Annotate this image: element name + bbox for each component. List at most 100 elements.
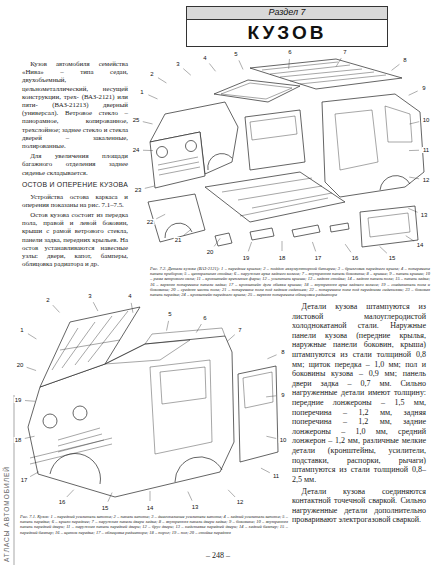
body-paragraph: Устройства остова каркаса и оперения пок… [22,193,128,209]
callout-number: 17 [20,477,29,483]
leader-line [150,491,151,501]
leader-line [67,490,74,497]
leader-line [248,242,251,251]
callout-number: 7 [342,49,347,55]
callout-number: 12 [236,499,245,505]
section-heading: ОСТОВ И ОПЕРЕНИЕ КУЗОВА [22,181,128,189]
callout-number: 9 [280,392,285,398]
body-paragraph: Детали кузова штампуются из листовой мал… [292,302,426,484]
leader-line [53,305,60,312]
callout-number: 17 [314,255,323,261]
leader-line [409,177,419,179]
text-column: Детали кузова штампуются из листовой мал… [292,302,426,527]
callout-number: 5 [233,51,238,57]
callout-number: 13 [420,212,429,218]
callout-number: 16 [351,255,360,261]
leader-line [148,95,157,99]
callout-number: 22 [146,219,155,225]
callout-number: 4 [127,293,132,299]
callout-number: 7 [237,327,242,333]
leader-line [408,208,417,212]
callout-number: 12 [422,177,431,183]
leader-line [406,236,414,241]
callout-number: 8 [280,349,285,355]
leader-line [409,122,419,124]
leader-line [282,241,283,251]
callout-number: 19 [14,397,23,403]
page-number: – 248 – [0,551,436,561]
leader-line [239,60,243,69]
section-number: Раздел 7 [187,7,387,20]
margin-rule [14,395,15,565]
leader-line [188,492,192,501]
leader-line [196,324,201,333]
body-paragraph: Детали кузова соединяются контактной точ… [292,487,426,525]
leader-line [28,334,36,339]
text-column: Кузов автомобиля семейства «Нива» – типа… [22,60,128,271]
callout-number: 18 [14,437,23,443]
leader-line [267,355,276,359]
leader-line [380,246,387,253]
callout-number: 11 [272,473,280,479]
callout-number: 25 [132,117,141,123]
section-header: Раздел 7КУЗОВ [186,6,388,47]
callout-number: 10 [422,117,431,123]
callout-number: 1 [19,327,24,333]
callout-number: 21 [174,237,183,243]
leader-line [214,238,220,246]
leader-line [27,367,36,370]
body-paragraph: Остов кузова состоит из передка пола, пр… [22,211,128,268]
callout-number: 2 [45,297,50,303]
callout-number: 6 [202,315,207,321]
callout-number: 14 [416,242,425,248]
leader-line [227,335,234,342]
leader-line [25,436,35,438]
leader-line [25,400,35,402]
leader-line [131,303,133,313]
body-parts-figure [148,59,424,247]
callout-number: 20 [206,249,215,255]
body-paragraph: Кузов автомобиля семейства «Нива» – типа… [22,60,128,150]
callout-number: 23 [134,187,143,193]
callout-number: 10 [279,437,288,443]
callout-number: 3 [87,293,92,299]
leader-line [266,396,276,397]
callout-number: 9 [421,85,426,91]
text-column: Рис. 7.2. Детали кузова (ВАЗ-2121): 1 – … [150,266,430,297]
callout-number: 19 [242,255,251,261]
leader-line [108,493,112,502]
callout-number: 1 [139,89,144,95]
leader-line [167,321,169,331]
leader-line [409,91,418,95]
callout-number: 3 [175,61,180,67]
leader-line [266,436,276,438]
callout-number: 13 [191,504,200,510]
callout-number: 15 [388,255,397,261]
leader-line [30,472,39,477]
body-paragraph: Для увеличения площади багажного отделен… [22,152,128,177]
callout-number: 6 [287,49,292,55]
leader-line [336,58,341,67]
leader-line [158,78,166,83]
body-assembly-figure [28,307,278,497]
running-title: АТЛАСЫ АВТОМОБИЛЕЙ [3,466,11,562]
callout-number: 24 [132,147,141,153]
leader-line [143,150,153,151]
leader-line [409,150,419,151]
section-title: КУЗОВ [187,20,387,47]
text-column: Рис. 7.1. Кузов: 1 – передний усилитель … [20,514,288,535]
callout-number: 14 [146,505,155,511]
leader-line [345,244,351,252]
leader-line [209,63,215,71]
leader-line [93,302,98,311]
callout-number: 15 [101,505,110,511]
leader-line [392,64,400,70]
leader-line [312,242,315,251]
callout-number: 16 [58,499,67,505]
callout-number: 20 [16,362,25,368]
leader-line [228,490,235,497]
callout-number: 2 [149,71,154,77]
callout-number: 18 [278,255,287,261]
leader-line [288,59,290,69]
callout-number: 11 [422,147,430,153]
